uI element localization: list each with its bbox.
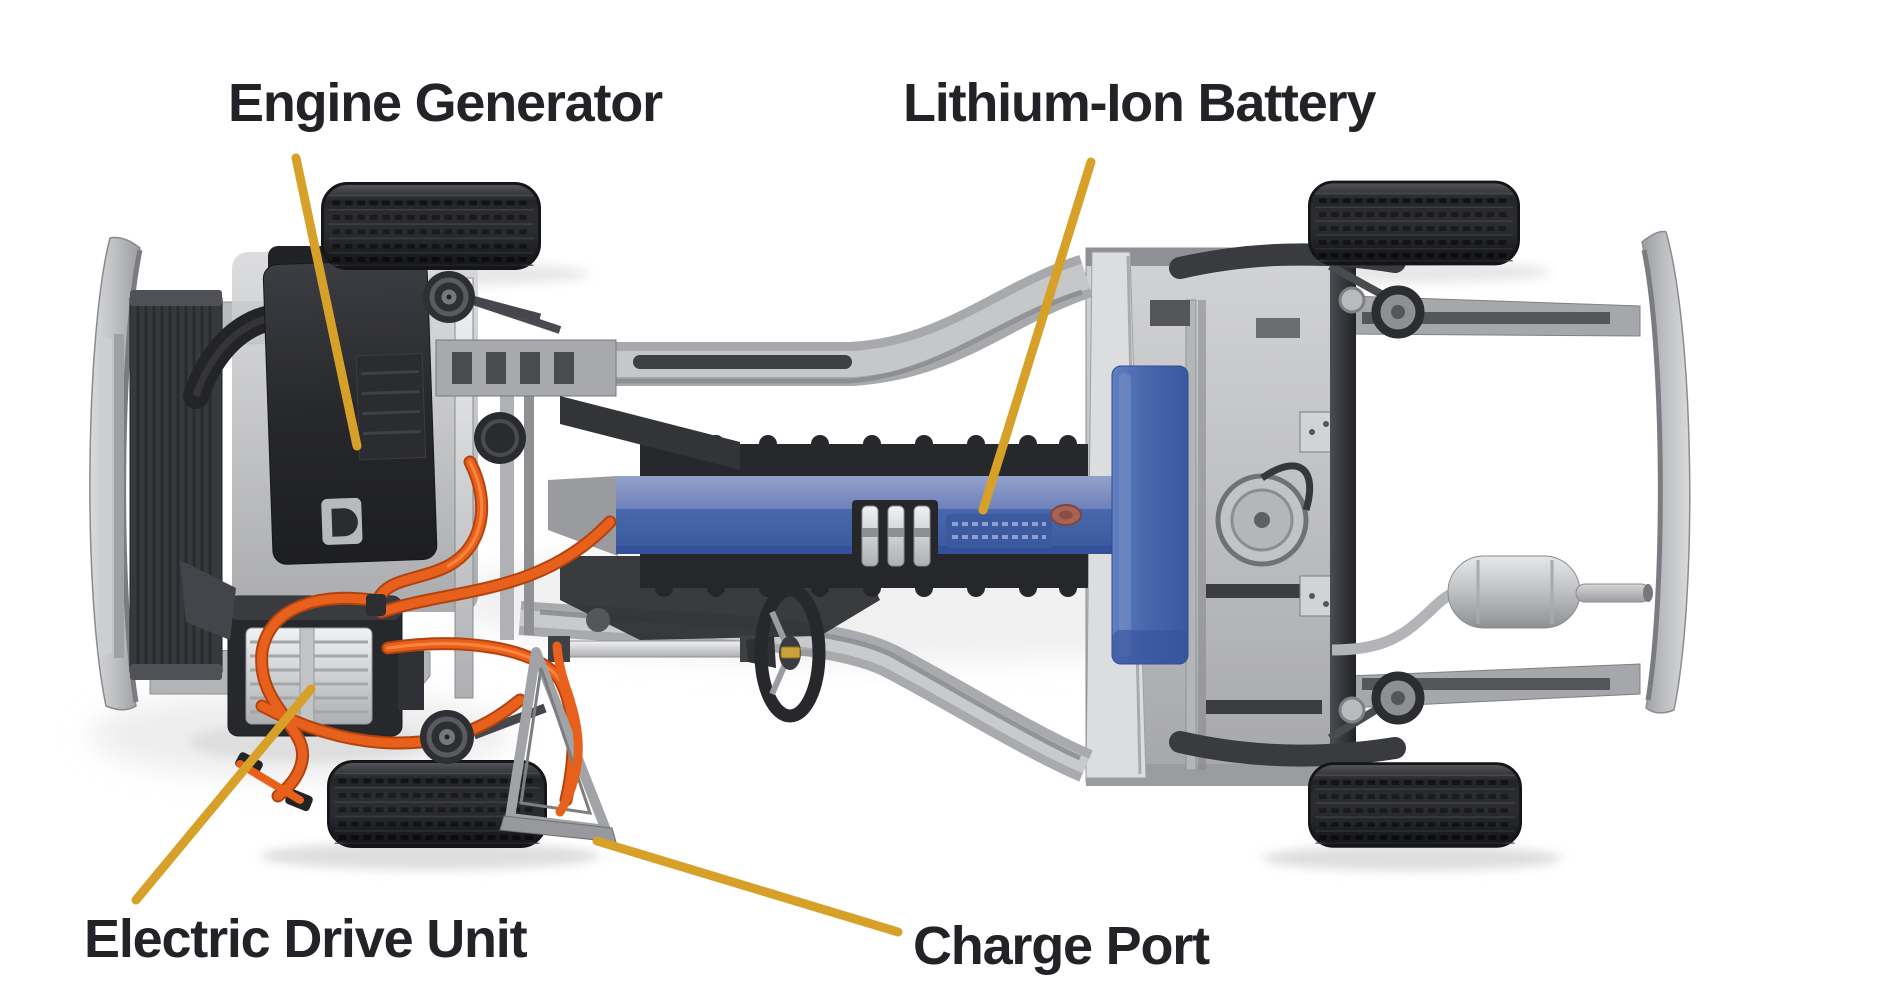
chevrolet-bowtie-icon bbox=[780, 646, 801, 659]
leader-lines bbox=[131, 153, 1096, 937]
tire-front-top bbox=[322, 183, 539, 268]
rear-bumper bbox=[1641, 230, 1691, 714]
leader-electric-drive-unit bbox=[131, 684, 316, 905]
label-electric-drive-unit: Electric Drive Unit bbox=[84, 909, 528, 969]
tires bbox=[322, 182, 1520, 847]
leader-charge-port bbox=[592, 836, 903, 937]
label-lithium-ion-battery: Lithium-Ion Battery bbox=[903, 73, 1376, 133]
charge-port-component bbox=[499, 641, 617, 843]
label-engine-generator: Engine Generator bbox=[228, 73, 663, 133]
leader-engine-generator bbox=[291, 153, 362, 451]
tailpipe bbox=[1575, 583, 1651, 603]
tire-rear-top bbox=[1309, 182, 1518, 264]
brake-disc-front-bottom bbox=[420, 710, 474, 764]
muffler bbox=[1331, 555, 1653, 656]
electric-drive-unit-component bbox=[180, 560, 430, 812]
steering-wheel bbox=[754, 583, 826, 723]
fuel-access-ring bbox=[1215, 462, 1314, 567]
label-charge-port: Charge Port bbox=[913, 916, 1210, 976]
steering-rack bbox=[555, 640, 757, 658]
lithium-ion-battery-component bbox=[548, 365, 1189, 665]
rear-suspension bbox=[1169, 243, 1425, 767]
tire-rear-bottom bbox=[1309, 764, 1520, 847]
brake-disc-front-top bbox=[423, 271, 475, 323]
battery-connectors bbox=[861, 505, 931, 567]
leader-lithium-ion-battery bbox=[978, 157, 1096, 515]
steering-assembly bbox=[548, 583, 826, 723]
